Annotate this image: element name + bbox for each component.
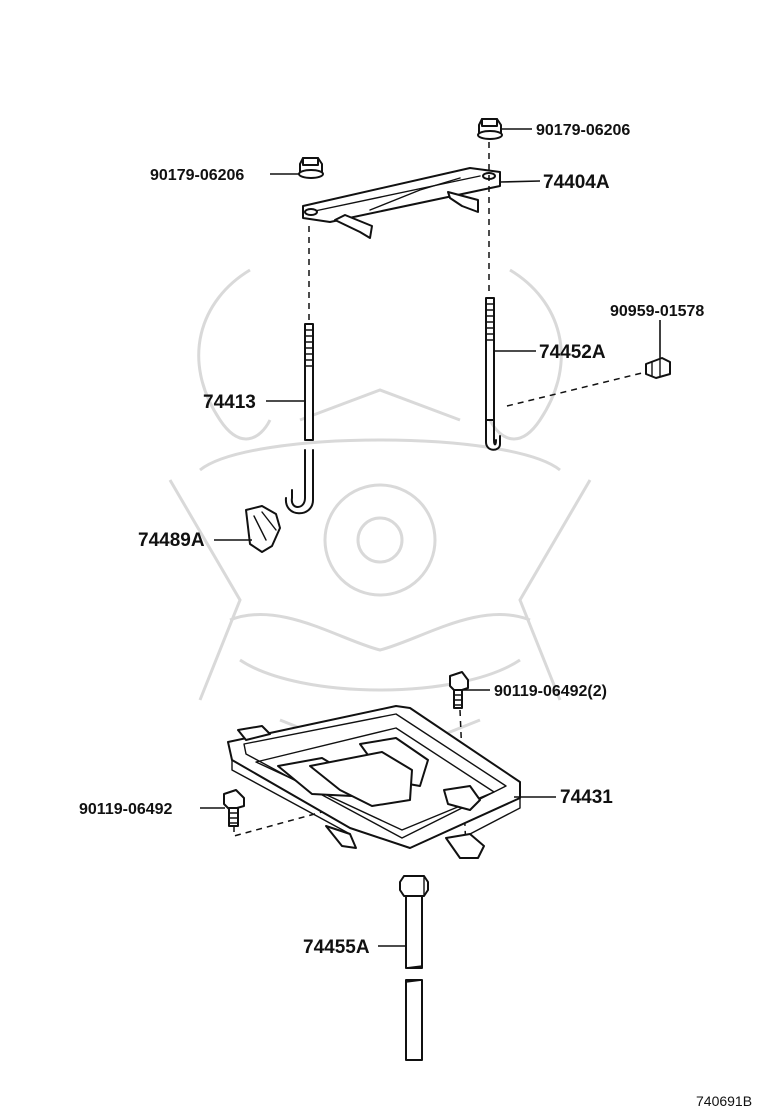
- rod-left: [284, 323, 314, 515]
- label-insulator: 74489A: [138, 530, 205, 551]
- label-tray: 74431: [560, 787, 613, 808]
- label-rod-left: 74413: [203, 392, 256, 413]
- nut-left: [298, 157, 324, 179]
- leader-clamp: [499, 180, 541, 183]
- bolt-tray-right: [449, 671, 469, 709]
- bolt-tray-left: [223, 789, 245, 827]
- battery-tray: [227, 705, 521, 859]
- label-rod-right: 74452A: [539, 342, 606, 363]
- label-bolt-long: 74455A: [303, 937, 370, 958]
- label-nut-right: 90179-06206: [536, 122, 630, 139]
- assembly-line-bolt-left: [233, 805, 345, 837]
- bolt-long: [399, 875, 429, 1061]
- label-bolt-tray-right: 90119-06492(2): [494, 683, 607, 700]
- diagram-id: 740691B: [696, 1093, 752, 1109]
- rod-right: [485, 297, 501, 451]
- clip: [645, 357, 671, 379]
- battery-clamp: [302, 167, 501, 239]
- insulator: [245, 505, 281, 553]
- assembly-line-clip: [506, 371, 647, 407]
- label-bolt-tray-left: 90119-06492: [79, 801, 173, 818]
- label-clamp: 74404A: [543, 172, 610, 193]
- label-clip: 90959-01578: [610, 303, 704, 320]
- label-nut-left: 90179-06206: [150, 167, 244, 184]
- nut-right: [477, 118, 503, 140]
